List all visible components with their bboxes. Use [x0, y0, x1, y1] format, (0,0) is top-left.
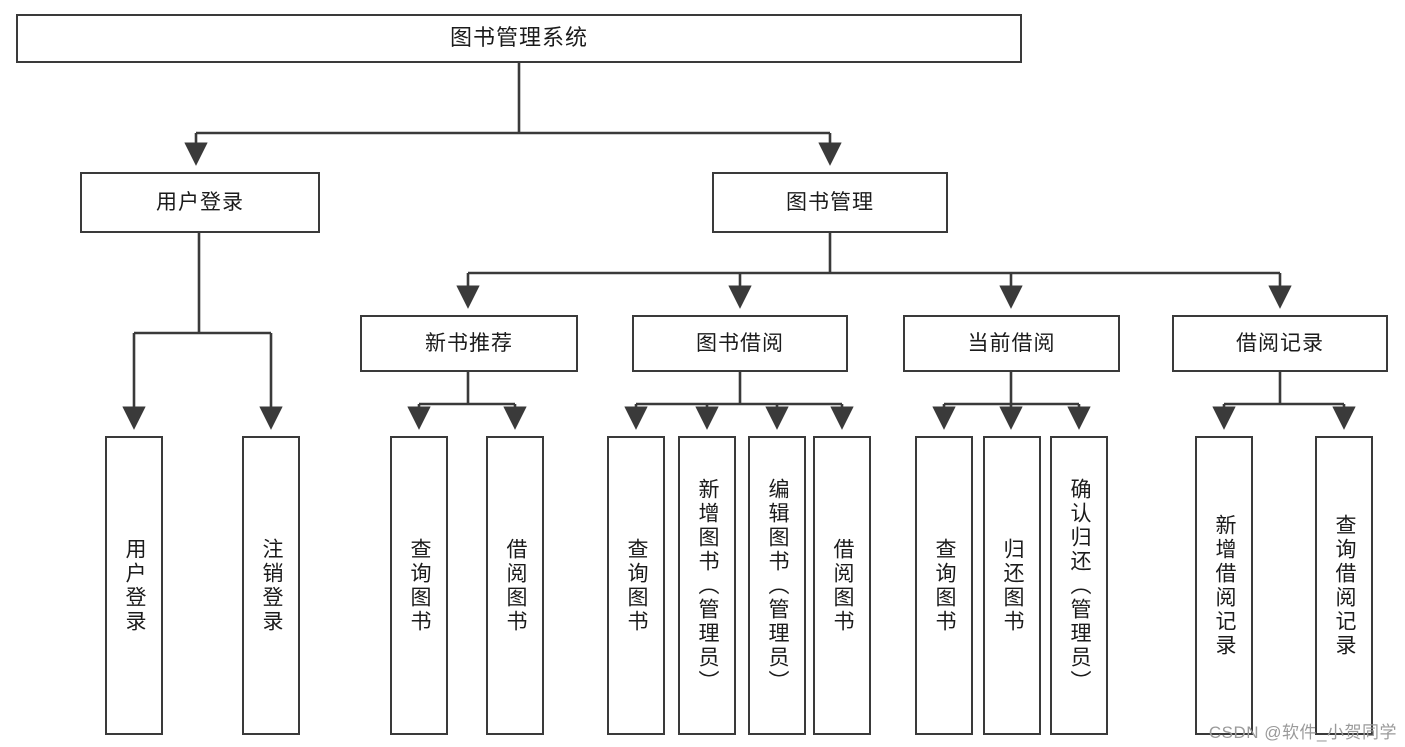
node-borrow-records[interactable]: 借阅记录: [1172, 315, 1388, 372]
node-label: 查询图书: [933, 537, 956, 634]
node-label: 用户登录: [123, 537, 146, 634]
node-label: 注销登录: [260, 537, 283, 634]
leaf-user-login[interactable]: 用户登录: [105, 436, 163, 735]
node-label: 归还图书: [1001, 537, 1024, 634]
leaf-confirm-return-admin[interactable]: 确认归还（管理员）: [1050, 436, 1108, 735]
leaf-query-book-current[interactable]: 查询图书: [915, 436, 973, 735]
leaf-borrow-book[interactable]: 借阅图书: [813, 436, 871, 735]
leaf-edit-book-admin[interactable]: 编辑图书（管理员）: [748, 436, 806, 735]
node-label: 借阅图书: [831, 537, 854, 634]
node-new-book-recommend[interactable]: 新书推荐: [360, 315, 578, 372]
node-label: 用户登录: [156, 190, 244, 214]
node-label: 新增图书（管理员）: [696, 477, 719, 694]
watermark-text: CSDN @软件_小贺同学: [1208, 723, 1397, 742]
node-user-login[interactable]: 用户登录: [80, 172, 320, 233]
leaf-query-borrow-record[interactable]: 查询借阅记录: [1315, 436, 1373, 735]
node-label: 图书管理: [786, 190, 874, 214]
node-root-system[interactable]: 图书管理系统: [16, 14, 1022, 63]
leaf-query-book-recommend[interactable]: 查询图书: [390, 436, 448, 735]
node-label: 编辑图书（管理员）: [766, 477, 789, 694]
node-label: 新增借阅记录: [1213, 513, 1236, 658]
leaf-return-book[interactable]: 归还图书: [983, 436, 1041, 735]
node-current-borrow[interactable]: 当前借阅: [903, 315, 1120, 372]
node-label: 查询图书: [625, 537, 648, 634]
node-label: 当前借阅: [967, 331, 1056, 355]
leaf-add-book-admin[interactable]: 新增图书（管理员）: [678, 436, 736, 735]
node-book-management[interactable]: 图书管理: [712, 172, 948, 233]
node-label: 借阅记录: [1236, 331, 1324, 355]
node-book-borrow[interactable]: 图书借阅: [632, 315, 848, 372]
node-label: 查询借阅记录: [1333, 513, 1356, 658]
leaf-borrow-book-recommend[interactable]: 借阅图书: [486, 436, 544, 735]
node-label: 借阅图书: [504, 537, 527, 634]
leaf-logout[interactable]: 注销登录: [242, 436, 300, 735]
node-label: 确认归还（管理员）: [1068, 477, 1091, 694]
node-label: 查询图书: [408, 537, 431, 634]
node-label: 图书借阅: [696, 331, 784, 355]
leaf-add-borrow-record[interactable]: 新增借阅记录: [1195, 436, 1253, 735]
leaf-query-book-borrow[interactable]: 查询图书: [607, 436, 665, 735]
node-label: 新书推荐: [425, 331, 513, 355]
node-label: 图书管理系统: [449, 25, 588, 51]
